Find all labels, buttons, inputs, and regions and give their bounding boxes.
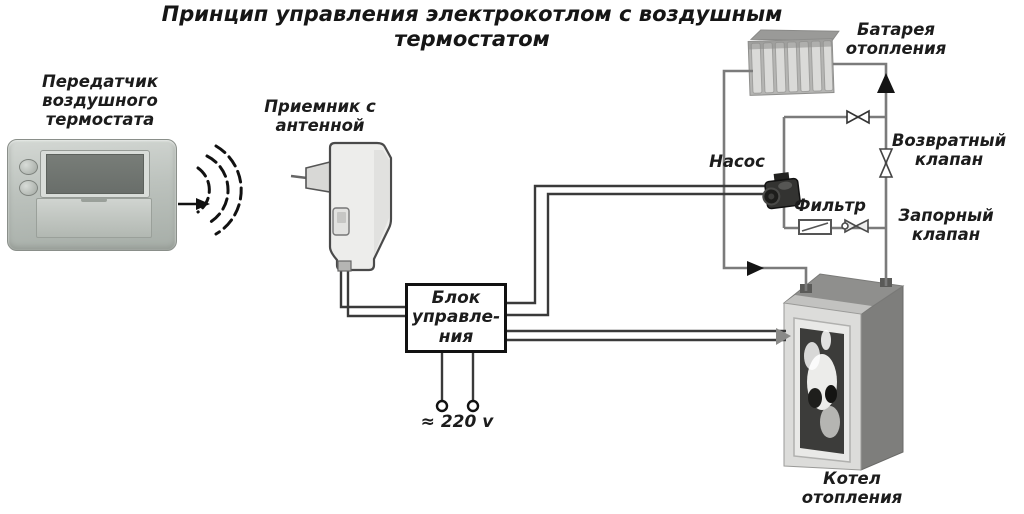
page-title: Принцип управления электрокотлом с возду… xyxy=(161,2,783,51)
boiler-label: Котел отопления xyxy=(801,469,903,507)
shutoff-valve-label: Запорный клапан xyxy=(898,206,994,244)
wire-control-to-pump-1 xyxy=(503,184,770,305)
receiver-label: Приемник с антенной xyxy=(264,97,376,135)
thermostat-flap xyxy=(36,198,152,238)
return-valve-symbol xyxy=(878,148,894,178)
pump-device xyxy=(762,172,801,210)
thermostat-button xyxy=(19,180,38,196)
filter-symbol xyxy=(798,219,832,235)
flow-arrow-right-icon xyxy=(747,261,764,276)
flow-arrow-up-icon xyxy=(877,73,895,93)
pipe-supply-line xyxy=(833,62,888,286)
control-unit-label: Блок управле- ния xyxy=(411,287,501,347)
transmitter-label: Передатчик воздушного термостата xyxy=(41,72,159,129)
signal-arrow-icon xyxy=(178,198,210,210)
signal-waves-icon xyxy=(196,144,243,236)
pipe-return-line xyxy=(722,69,808,291)
filter-label: Фильтр xyxy=(794,196,866,215)
wire-control-to-pump-2 xyxy=(503,192,770,317)
transmitter-device xyxy=(7,139,177,251)
thermostat-button xyxy=(19,159,38,175)
pump-label: Насос xyxy=(709,152,765,171)
power-label: ≈ 220 v xyxy=(420,412,494,432)
thermostat-screen xyxy=(46,154,144,194)
boiler-wire-connector xyxy=(776,328,791,345)
wire-receiver-to-control-2 xyxy=(346,270,406,318)
thermostat-flap-notch xyxy=(81,198,107,202)
return-valve-label: Возвратный клапан xyxy=(891,131,1007,169)
power-terminal-icon xyxy=(466,399,480,413)
control-unit-box: Блок управле- ния xyxy=(405,283,507,353)
shutoff-valve-symbol xyxy=(841,218,869,234)
boiler-device xyxy=(782,273,905,471)
power-terminal-icon xyxy=(435,399,449,413)
radiator-valve-symbol xyxy=(846,109,870,125)
wire-receiver-to-control-1 xyxy=(339,270,406,309)
radiator-label: Батарея отопления xyxy=(845,20,947,58)
thermostat-screen-frame xyxy=(40,150,150,198)
radiator-device xyxy=(747,29,840,96)
receiver-device xyxy=(290,141,393,272)
